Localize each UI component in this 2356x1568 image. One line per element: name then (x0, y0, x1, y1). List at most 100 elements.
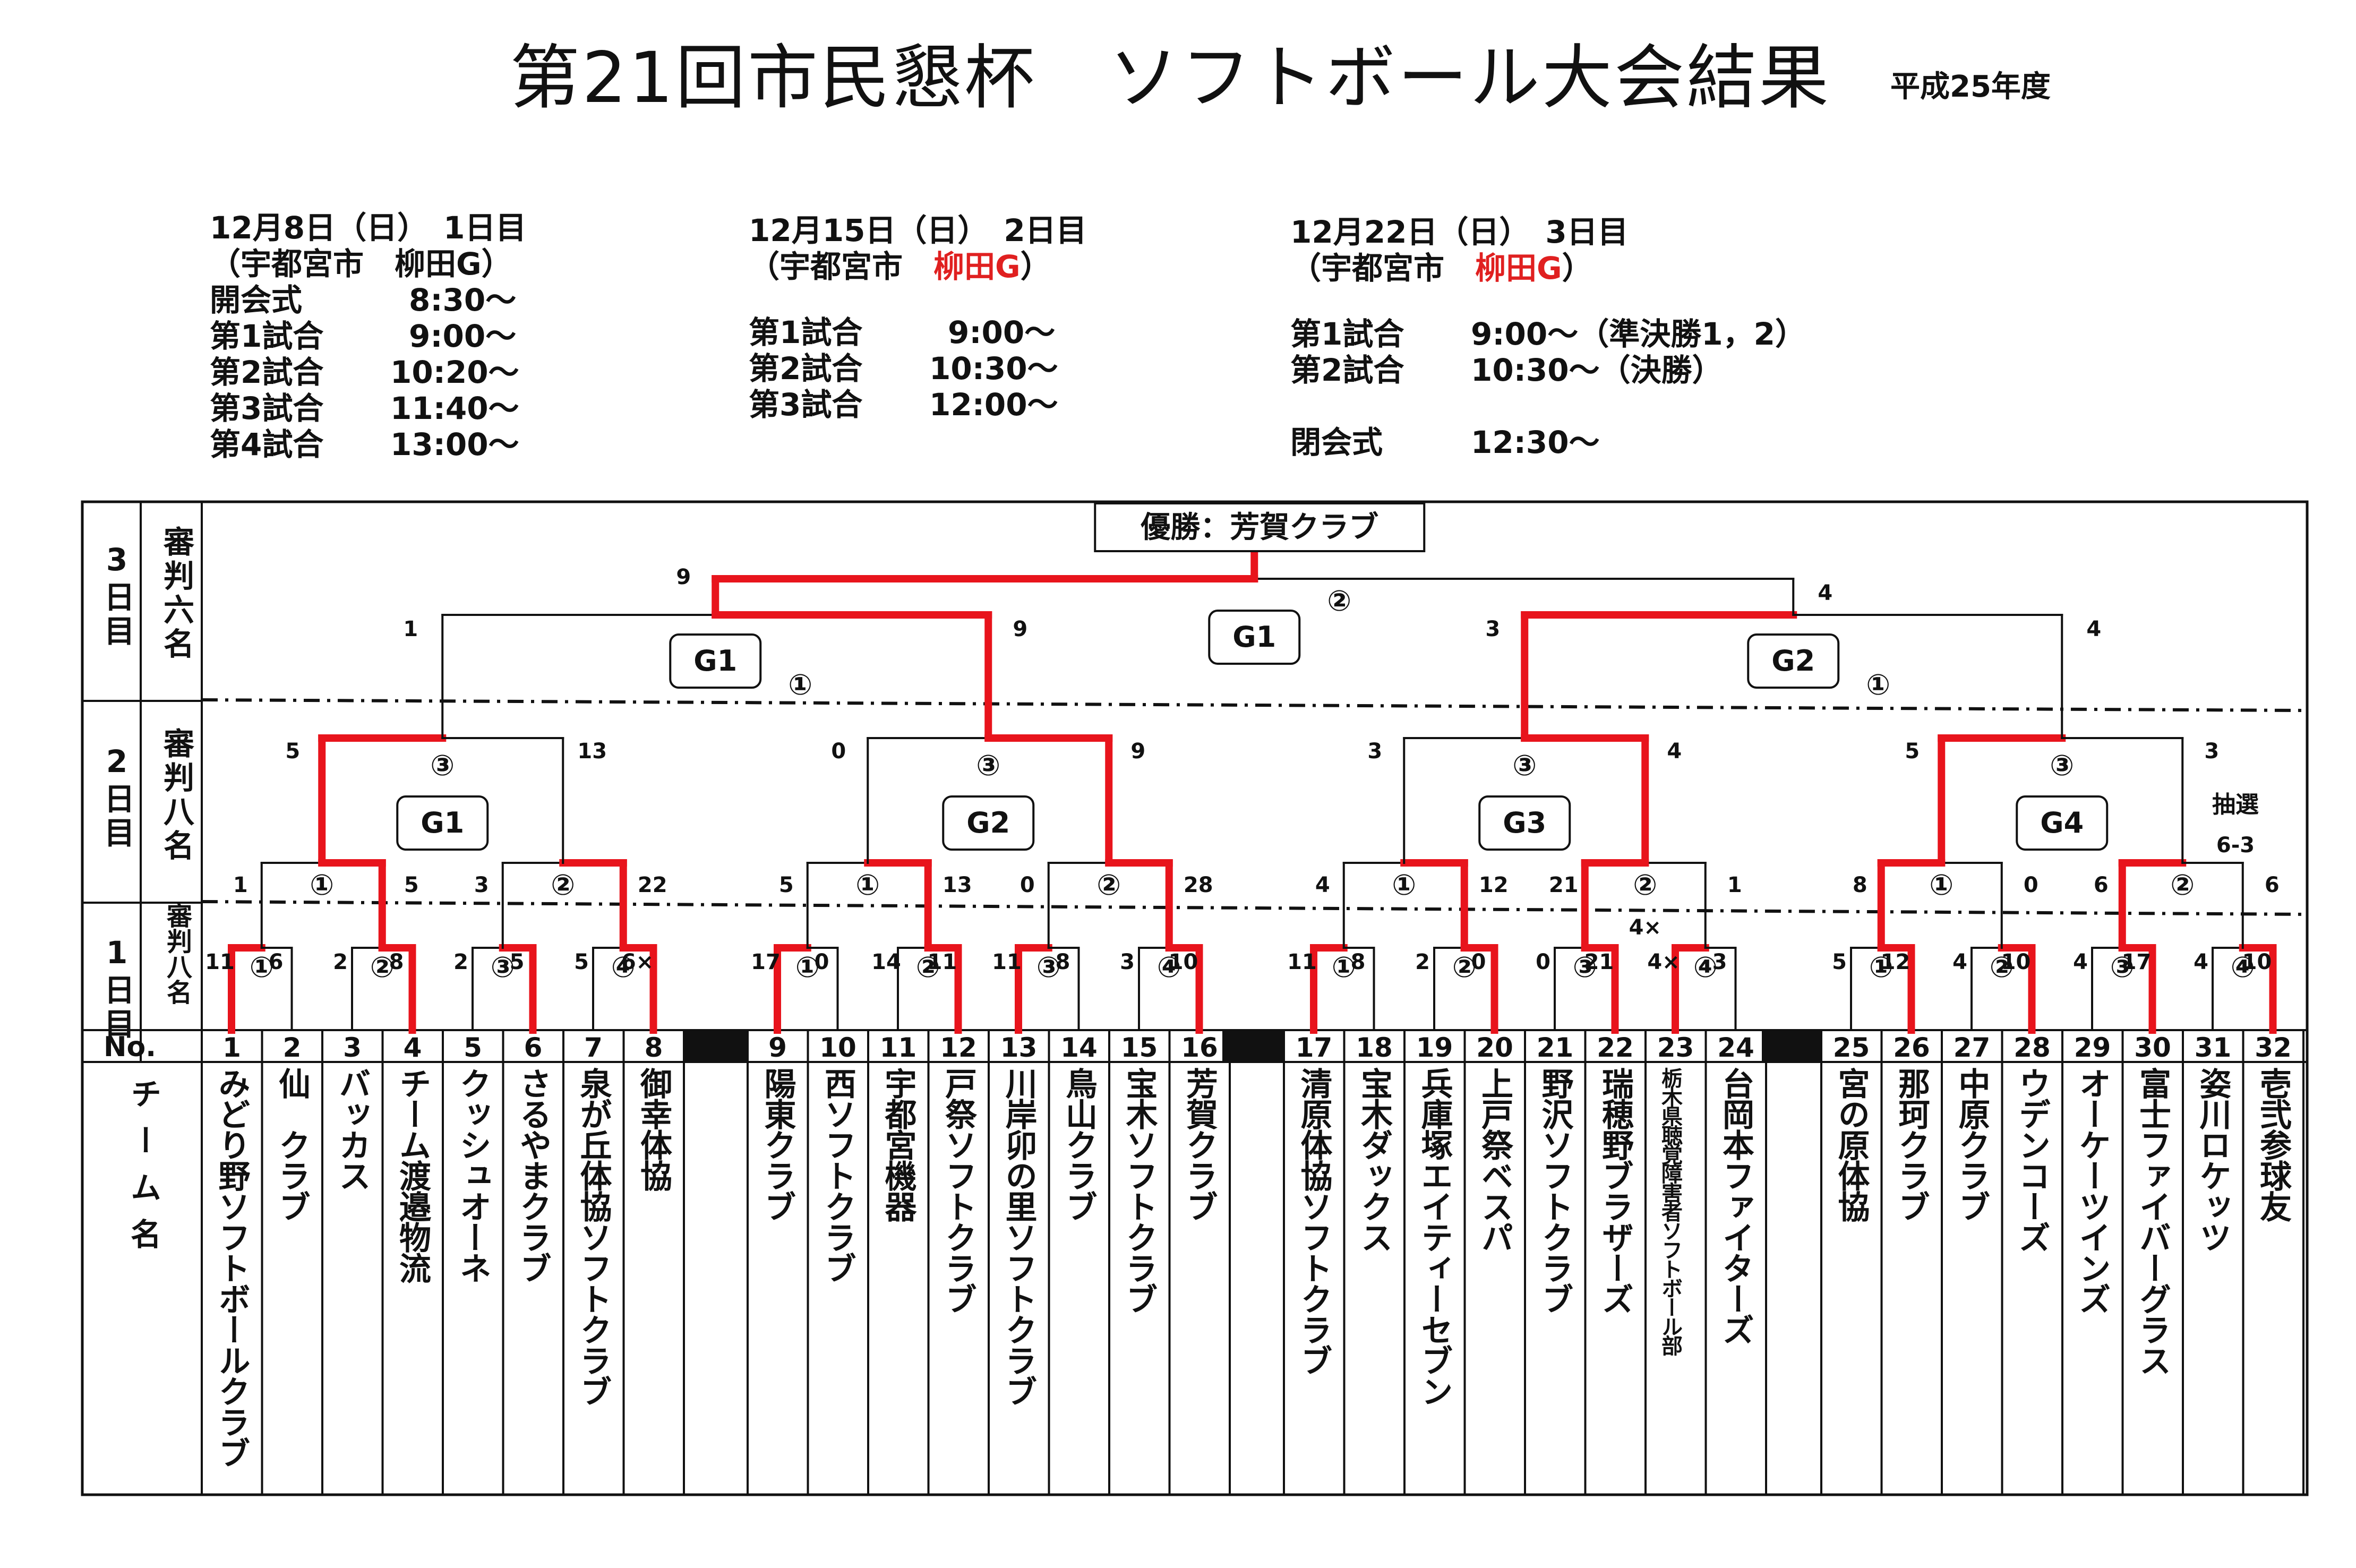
score: 5 (574, 950, 589, 974)
ground-label: G1 (693, 644, 737, 678)
ground-box (942, 795, 1035, 851)
team-name: 清原体協ソフトクラブ (1295, 1067, 1332, 1375)
game-number-mark: ④ (2231, 950, 2255, 984)
team-number: 21 (1536, 1032, 1574, 1063)
score: 1 (1727, 873, 1742, 897)
team-number: 9 (768, 1032, 787, 1063)
score: 17 (751, 950, 781, 974)
score: 11 (928, 950, 957, 974)
team-name-header: チーム名 (125, 1078, 161, 1265)
team-number: 26 (1893, 1032, 1930, 1063)
team-number: 27 (1953, 1032, 1991, 1063)
team-number: 3 (343, 1032, 362, 1063)
score: 5 (285, 739, 300, 764)
game-number-mark: ① (310, 868, 334, 902)
ground-box (2016, 795, 2109, 851)
schedule-time: 12:30～ (1471, 424, 1600, 460)
score: 2 (333, 950, 348, 974)
score: 4 (2086, 617, 2101, 641)
team-name: 川岸卯の里ソフトクラブ (1000, 1067, 1037, 1406)
ground-label: G2 (966, 806, 1010, 839)
team-number: 17 (1295, 1032, 1333, 1063)
score: 21 (1584, 950, 1614, 974)
score: 4 (2073, 950, 2088, 974)
score: 2 (1415, 950, 1430, 974)
team-name: 仙 クラブ (273, 1067, 311, 1221)
team-name: 鳥山クラブ (1060, 1067, 1098, 1221)
referee3-label: 審判六名 (158, 526, 194, 662)
day2-label: 2日目 (99, 743, 135, 851)
referee1-label: 審判八名 (162, 903, 192, 1005)
game-number-mark: ② (1452, 950, 1477, 984)
schedule-label: 第4試合 (210, 426, 324, 462)
score: 3 (2204, 739, 2219, 764)
schedule-time: 9:00～ (948, 314, 1056, 350)
score: 5 (510, 950, 525, 974)
game-number-mark: ① (1332, 950, 1356, 984)
team-name: 壱弐参球友 (2254, 1067, 2292, 1221)
team-name: 宮の原体協 (1832, 1067, 1870, 1221)
team-name: クッシュオーネ (454, 1067, 491, 1283)
schedule-date: 12月8日（日） 1日目 (210, 210, 527, 246)
score: 3 (1485, 617, 1500, 641)
team-number: 28 (2014, 1032, 2051, 1063)
score: 10 (1169, 950, 1198, 974)
schedule-venue: （宇都宮市 柳田G） (1290, 250, 1593, 286)
score: 5 (1832, 950, 1847, 974)
team-number: 6 (524, 1032, 543, 1063)
team-name: みどり野ソフトボールクラブ (213, 1067, 250, 1468)
game-number-mark: ① (1869, 950, 1894, 984)
game-number-mark: ③ (2050, 749, 2074, 782)
score: 1 (233, 873, 248, 897)
game-number-mark: ③ (1036, 950, 1061, 984)
game-number-mark: ① (788, 668, 812, 701)
score: 0 (2024, 873, 2038, 897)
game-number-mark: ② (1990, 950, 2014, 984)
schedule-label: 第1試合 (210, 318, 324, 354)
score: 4 (2194, 950, 2208, 974)
separator-block (685, 1030, 748, 1062)
team-name: 宝木ソフトクラブ (1120, 1067, 1158, 1314)
team-name: 姿川ロケッツ (2194, 1067, 2231, 1252)
game-number-mark: ④ (611, 950, 636, 984)
schedule-date: 12月15日（日） 2日目 (749, 212, 1087, 249)
team-number: 18 (1356, 1032, 1393, 1063)
schedule-label: 第1試合 (1290, 316, 1404, 352)
schedule-label: 第2試合 (749, 350, 863, 387)
day3-label: 3日目 (99, 542, 135, 649)
team-number: 15 (1120, 1032, 1158, 1063)
schedule-time: 11:40～ (390, 390, 519, 426)
team-number: 14 (1060, 1032, 1098, 1063)
team-name: 富士ファイバーグラス (2134, 1067, 2171, 1375)
game-number-mark: ④ (1693, 950, 1718, 984)
score: 6× (621, 950, 654, 974)
team-number: 10 (819, 1032, 856, 1063)
score: 21 (1549, 873, 1579, 897)
game-number-mark: ④ (1157, 950, 1181, 984)
team-number: 20 (1476, 1032, 1513, 1063)
team-number: 30 (2134, 1032, 2171, 1063)
ground-label: G2 (1771, 644, 1815, 678)
game-number-mark: ② (1327, 584, 1351, 618)
team-name: オーケーツインズ (2074, 1067, 2111, 1314)
score: 8 (389, 950, 404, 974)
score: 4× (1647, 950, 1680, 974)
score: 5 (779, 873, 794, 897)
game-number-mark: ② (1633, 868, 1657, 902)
score: 3 (1712, 950, 1727, 974)
ground-label: G3 (1503, 806, 1546, 839)
lottery-score: 6-3 (2216, 833, 2255, 858)
schedule-time: 13:00～ (390, 426, 519, 462)
score: 12 (1479, 873, 1509, 897)
team-number: 32 (2255, 1032, 2292, 1063)
team-name: 瑞穂野ブラザーズ (1596, 1067, 1634, 1314)
game-number-mark: ① (250, 950, 274, 984)
game-number-mark: ② (551, 868, 575, 902)
team-number: 12 (940, 1032, 977, 1063)
game-number-mark: ① (855, 868, 880, 902)
schedule-time: 10:30～（決勝） (1471, 352, 1723, 388)
ground-label: G1 (1232, 620, 1276, 654)
schedule-time: 9:00～（準決勝1，2） (1471, 316, 1806, 352)
